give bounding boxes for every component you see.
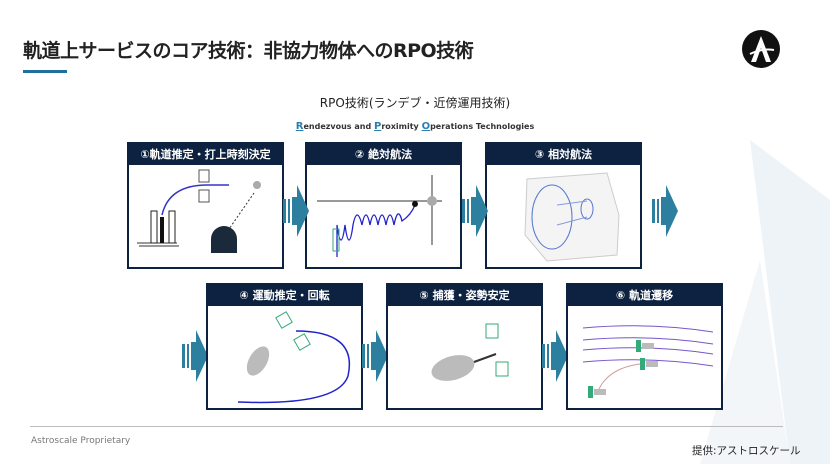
step-5-header: ⑤ 捕獲・姿勢安定 [388, 285, 541, 306]
page-title: 軌道上サービスのコア技術：非協力物体へのRPO技術 [23, 40, 474, 62]
step-6-panel: ⑥ 軌道遷移 [566, 283, 723, 410]
step-2-header: ② 絶対航法 [307, 144, 460, 165]
step-4-panel: ④ 運動推定・回転 [206, 283, 363, 410]
flow-arrow-4-5 [362, 330, 388, 382]
step-5-panel: ⑤ 捕獲・姿勢安定 [386, 283, 543, 410]
step-1-panel: ①軌道推定・打上時刻決定 [127, 142, 284, 269]
flow-arrow-3-4 [652, 185, 678, 237]
step-1-header: ①軌道推定・打上時刻決定 [129, 144, 282, 165]
step-4-header: ④ 運動推定・回転 [208, 285, 361, 306]
flow-arrow-2-3 [462, 185, 488, 237]
absolute-navigation-illustration [317, 175, 442, 257]
astroscale-logo [742, 30, 780, 68]
flow-arrow-1-2 [283, 185, 309, 237]
flow-arrow-5-6 [542, 330, 568, 382]
step-3-header: ③ 相対航法 [487, 144, 640, 165]
step-6-header: ⑥ 軌道遷移 [568, 285, 721, 306]
orbit-transfer-illustration [582, 325, 714, 398]
step-2-panel: ② 絶対航法 [305, 142, 462, 269]
flow-arrow-into-4 [182, 330, 208, 382]
background-decoration [700, 140, 830, 464]
section-subtitle: RPO技術(ランデブ・近傍運用技術) [319, 96, 511, 110]
relative-navigation-3d-plot [524, 172, 620, 262]
launch-ground-station-illustration [137, 169, 261, 253]
motion-estimation-illustration [237, 311, 351, 404]
title-underline [23, 70, 67, 73]
footer-divider [30, 426, 783, 427]
capture-illustration [431, 323, 509, 381]
proprietary-label: Astroscale Proprietary [31, 436, 131, 446]
rpo-english-title: Rendezvous and Proximity Operations Tech… [295, 121, 535, 132]
image-credit: 提供:アストロスケール [692, 445, 801, 457]
step-3-panel: ③ 相対航法 [485, 142, 642, 269]
